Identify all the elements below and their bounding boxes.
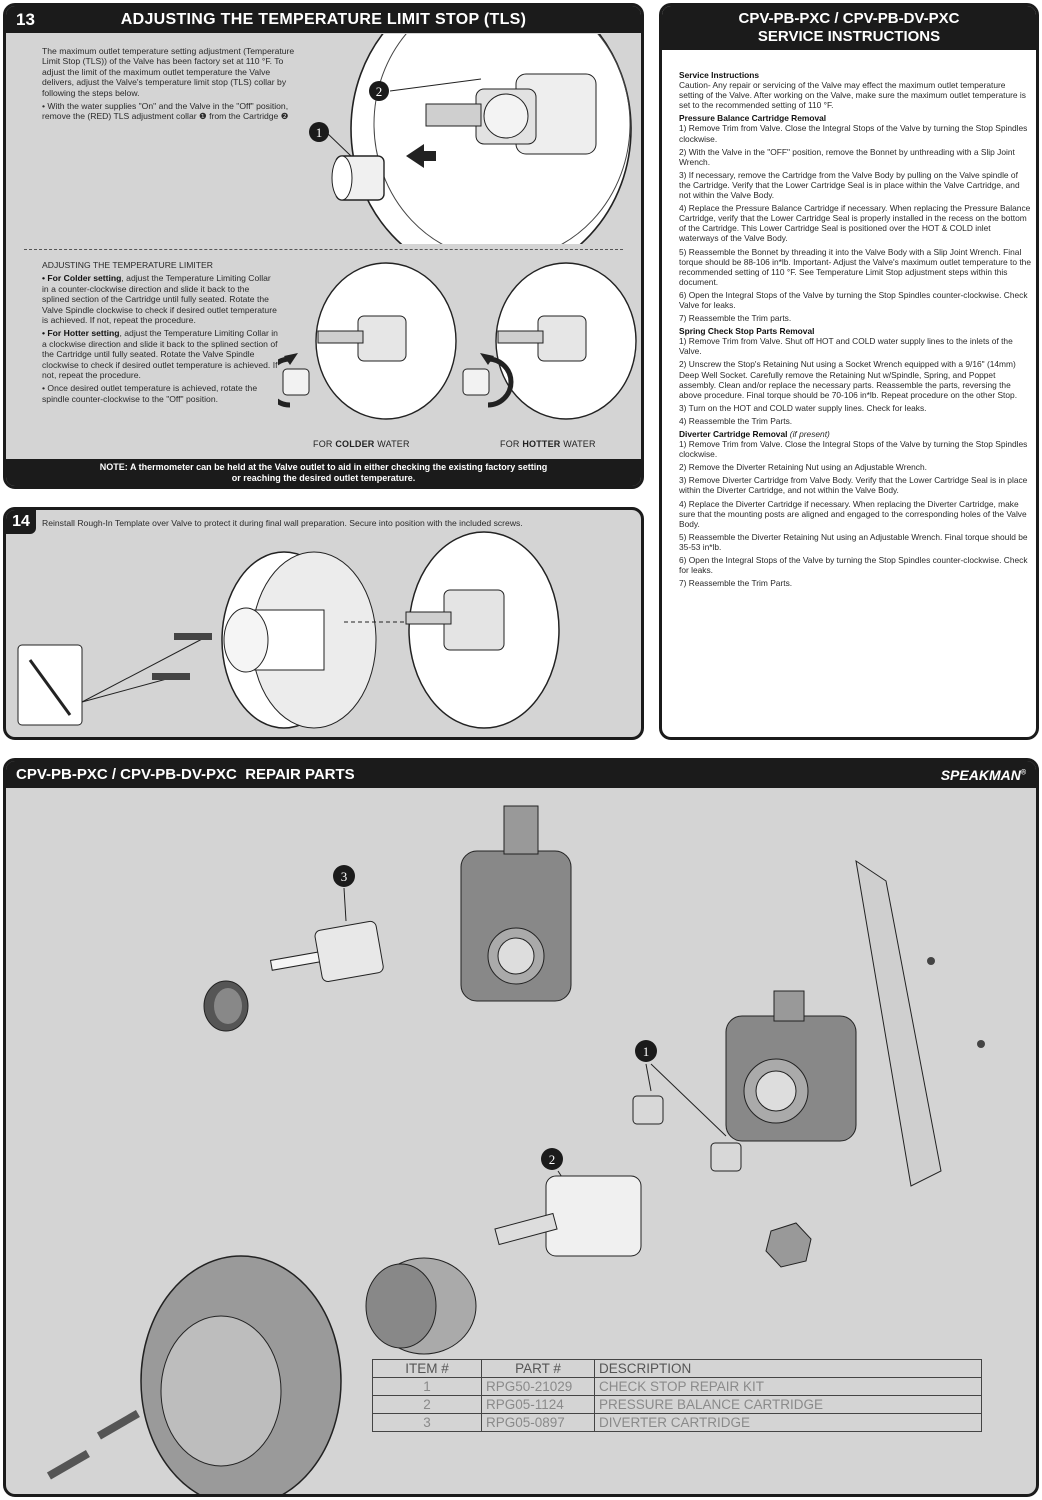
brand-mark: ® bbox=[1020, 769, 1026, 777]
callout-1 bbox=[635, 1040, 657, 1062]
service-title-2: SERVICE INSTRUCTIONS bbox=[757, 28, 941, 45]
diverter-step: 5) Reassemble the Diverter Retaining Nut… bbox=[679, 531, 1028, 552]
table-header-row: ITEM # PART # DESCRIPTION bbox=[372, 1359, 982, 1378]
diverter-step: 7) Reassemble the Trim Parts. bbox=[679, 578, 793, 589]
callout-2 bbox=[369, 81, 389, 101]
tls-collar-illustration: 2 1 bbox=[309, 34, 632, 244]
step-13-panel: 13 ADJUSTING THE TEMPERATURE LIMIT STOP … bbox=[3, 3, 644, 489]
service-heading: Service Instructions bbox=[679, 70, 760, 80]
diverter-heading-note: (if present) bbox=[787, 429, 830, 439]
spring-step: 3) Turn on the HOT and COLD water supply… bbox=[679, 402, 927, 413]
diverter-step: 6) Open the Integral Stops of the Valve … bbox=[679, 555, 1028, 576]
hotter-label: • For Hotter setting bbox=[42, 328, 120, 339]
diverter-step: 2) Remove the Diverter Retaining Nut usi… bbox=[679, 462, 927, 473]
cell-description: DIVERTER CARTRIDGE bbox=[594, 1413, 982, 1432]
cell-item: 2 bbox=[372, 1395, 482, 1414]
caption-suffix: WATER bbox=[560, 439, 596, 449]
exploded-parts-illustration: 3 1 2 bbox=[46, 805, 985, 1494]
callout-3 bbox=[333, 865, 355, 887]
caption-prefix: FOR bbox=[500, 439, 523, 449]
thermometer-note: NOTE: A thermometer can be held at the V… bbox=[6, 459, 641, 486]
spring-heading: Spring Check Stop Parts Removal bbox=[679, 326, 815, 337]
pb-step: 7) Reassemble the Trim parts. bbox=[679, 313, 792, 324]
step-number: 14 bbox=[12, 513, 30, 530]
pb-step: 3) If necessary, remove the Cartridge fr… bbox=[679, 169, 1020, 201]
pb-heading: Pressure Balance Cartridge Removal bbox=[679, 113, 827, 124]
repair-title: CPV-PB-PXC / CPV-PB-DV-PXC REPAIR PARTS bbox=[16, 766, 355, 783]
diverter-step: 4) Replace the Diverter Cartridge if nec… bbox=[679, 498, 1027, 529]
step-13-header: 13 ADJUSTING THE TEMPERATURE LIMIT STOP … bbox=[6, 6, 641, 33]
caption-suffix: WATER bbox=[374, 439, 410, 449]
callout-1-label: 1 bbox=[316, 125, 323, 140]
table-row: 3 RPG05-0897 DIVERTER CARTRIDGE bbox=[372, 1413, 982, 1432]
colder-illustration bbox=[278, 262, 457, 420]
parts-table: ITEM # PART # DESCRIPTION 1 RPG50-21029 … bbox=[372, 1359, 982, 1432]
service-instructions-panel: CPV-PB-PXC / CPV-PB-DV-PXC SERVICE INSTR… bbox=[659, 3, 1039, 740]
step-number: 13 bbox=[16, 10, 35, 29]
adjust-limiter-text: ADJUSTING THE TEMPERATURE LIMITER • For … bbox=[42, 260, 278, 407]
colder-caption: FOR COLDER WATER bbox=[313, 439, 410, 449]
repair-header: CPV-PB-PXC / CPV-PB-DV-PXC REPAIR PARTS … bbox=[6, 761, 1036, 788]
cell-part: RPG05-0897 bbox=[481, 1413, 595, 1432]
rough-in-template-illustration bbox=[17, 531, 560, 729]
brand-logo: SPEAKMAN® bbox=[941, 767, 1026, 783]
cell-item: 3 bbox=[372, 1413, 482, 1432]
adjust-heading: ADJUSTING THE TEMPERATURE LIMITER bbox=[42, 260, 213, 270]
callout-3-label: 3 bbox=[341, 869, 348, 884]
cell-description: PRESSURE BALANCE CARTRIDGE bbox=[594, 1395, 982, 1414]
pb-step: 1) Remove Trim from Valve. Close the Int… bbox=[679, 123, 1028, 144]
spring-step: 4) Reassemble the Trim Parts. bbox=[679, 415, 793, 426]
callout-2-label: 2 bbox=[376, 84, 383, 99]
caption-colder: COLDER bbox=[335, 439, 375, 449]
callout-1 bbox=[309, 122, 329, 142]
spring-step: 1) Remove Trim from Valve. Shut off HOT … bbox=[679, 336, 1013, 357]
brand-name: SPEAKMAN bbox=[940, 767, 1021, 783]
callout-1-label: 1 bbox=[643, 1044, 650, 1059]
service-header: CPV-PB-PXC / CPV-PB-DV-PXC SERVICE INSTR… bbox=[662, 6, 1036, 50]
pb-step: 4) Replace the Pressure Balance Cartridg… bbox=[679, 203, 1031, 244]
col-item: ITEM # bbox=[372, 1359, 482, 1378]
step-14-badge: 14 bbox=[6, 510, 36, 534]
callout-2-label: 2 bbox=[549, 1152, 556, 1167]
hotter-illustration bbox=[462, 262, 637, 420]
col-part: PART # bbox=[481, 1359, 595, 1378]
hotter-caption: FOR HOTTER WATER bbox=[500, 439, 596, 449]
service-title-1: CPV-PB-PXC / CPV-PB-DV-PXC bbox=[738, 10, 960, 27]
caption-hotter: HOTTER bbox=[522, 439, 561, 449]
colder-label: • For Colder setting bbox=[42, 273, 122, 284]
pb-step: 6) Open the Integral Stops of the Valve … bbox=[679, 289, 1028, 310]
pb-step: 2) With the Valve in the "OFF" position,… bbox=[679, 146, 1015, 167]
note-line-1: NOTE: A thermometer can be held at the V… bbox=[99, 462, 548, 472]
intro-text: The maximum outlet temperature setting a… bbox=[42, 46, 295, 98]
colder-text: , adjust the Temperature Limiting Collar… bbox=[42, 273, 277, 326]
final-bullet-text: • Once desired outlet temperature is ach… bbox=[42, 383, 258, 404]
service-body: Service Instructions Caution- Any repair… bbox=[679, 70, 1031, 591]
step-13-intro: The maximum outlet temperature setting a… bbox=[42, 46, 304, 125]
diverter-heading: Diverter Cartridge Removal bbox=[679, 429, 788, 439]
remove-collar-text: • With the water supplies "On" and the V… bbox=[42, 101, 289, 122]
cell-part: RPG05-1124 bbox=[481, 1395, 595, 1414]
hotter-text: , adjust the Temperature Limiting Collar… bbox=[42, 328, 278, 381]
diverter-step: 3) Remove Diverter Cartridge from Valve … bbox=[679, 475, 1028, 496]
step-14-panel: 14 Reinstall Rough-In Template over Valv… bbox=[3, 507, 644, 740]
pb-step: 5) Reassemble the Bonnet by threading it… bbox=[679, 246, 1031, 287]
caution-text: Caution- Any repair or servicing of the … bbox=[679, 80, 1026, 111]
spring-step: 2) Unscrew the Stop's Retaining Nut usin… bbox=[679, 359, 1018, 400]
table-row: 2 RPG05-1124 PRESSURE BALANCE CARTRIDGE bbox=[372, 1395, 982, 1414]
section-divider bbox=[24, 249, 623, 250]
step-14-text: Reinstall Rough-In Template over Valve t… bbox=[42, 518, 523, 528]
cell-description: CHECK STOP REPAIR KIT bbox=[594, 1377, 982, 1396]
cell-item: 1 bbox=[372, 1377, 482, 1396]
diverter-step: 1) Remove Trim from Valve. Close the Int… bbox=[679, 439, 1028, 460]
table-row: 1 RPG50-21029 CHECK STOP REPAIR KIT bbox=[372, 1377, 982, 1396]
note-line-2: or reaching the desired outlet temperatu… bbox=[231, 473, 416, 483]
col-description: DESCRIPTION bbox=[594, 1359, 982, 1378]
callout-2 bbox=[541, 1148, 563, 1170]
caption-prefix: FOR bbox=[313, 439, 336, 449]
cell-part: RPG50-21029 bbox=[481, 1377, 595, 1396]
step-title: ADJUSTING THE TEMPERATURE LIMIT STOP (TL… bbox=[120, 11, 527, 28]
